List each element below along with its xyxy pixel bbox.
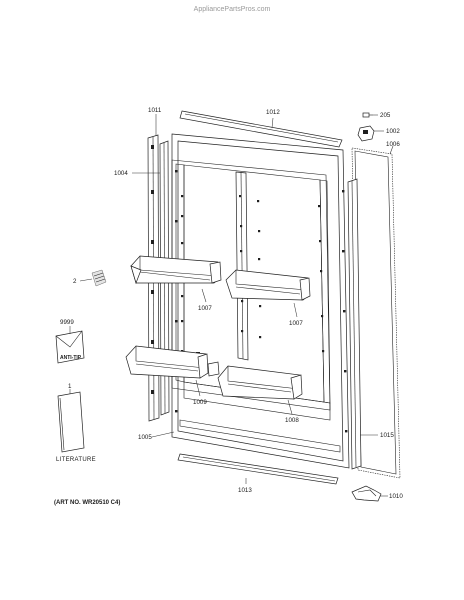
right-strip-1015	[347, 178, 362, 470]
anti-tip-text: ANTI-TIP	[60, 355, 82, 361]
art-number: (ART NO. WR20510 C4)	[54, 500, 120, 506]
callout-1009: 1009	[193, 399, 207, 406]
screw-205	[362, 112, 373, 118]
callout-1007-left: 1007	[198, 305, 212, 312]
callout-1015: 1015	[380, 432, 394, 439]
callout-1002: 1002	[386, 128, 400, 135]
watermark-text: AppliancePartsPros.com	[194, 6, 271, 13]
door-bin-1007-left	[130, 255, 222, 285]
callout-2: 2	[73, 278, 77, 285]
hinge-bracket-1010	[351, 485, 382, 502]
literature-booklet-1	[57, 391, 85, 453]
top-trim-strip-1012	[179, 110, 343, 148]
anti-tip-card-9999: ANTI-TIP	[55, 330, 85, 364]
callout-9999: 9999	[60, 319, 74, 326]
bottom-trim-strip-1013	[177, 453, 339, 485]
callout-1012: 1012	[266, 109, 280, 116]
callout-1008: 1008	[285, 417, 299, 424]
door-bin-1007-right	[225, 269, 311, 301]
callout-1: 1	[68, 383, 72, 390]
door-bin-1008	[207, 361, 303, 400]
callout-1010: 1010	[389, 493, 403, 500]
callout-1013: 1013	[238, 487, 252, 494]
callout-labels: 1011 1012 205 1002 1006 1004 2 9999 1007…	[60, 107, 403, 500]
callout-205: 205	[380, 112, 391, 119]
hinge-cam-1002	[357, 125, 375, 142]
literature-label: LITERATURE	[56, 457, 96, 463]
callout-1011: 1011	[148, 107, 162, 114]
callout-1005: 1005	[138, 434, 152, 441]
callout-1006: 1006	[386, 141, 400, 148]
callout-1007-right: 1007	[289, 320, 303, 327]
part-2-clip	[91, 269, 107, 287]
leader-lines	[69, 114, 394, 497]
door-bin-1009	[125, 345, 209, 379]
door-liner-1005	[171, 133, 350, 469]
callout-1004: 1004	[114, 170, 128, 177]
